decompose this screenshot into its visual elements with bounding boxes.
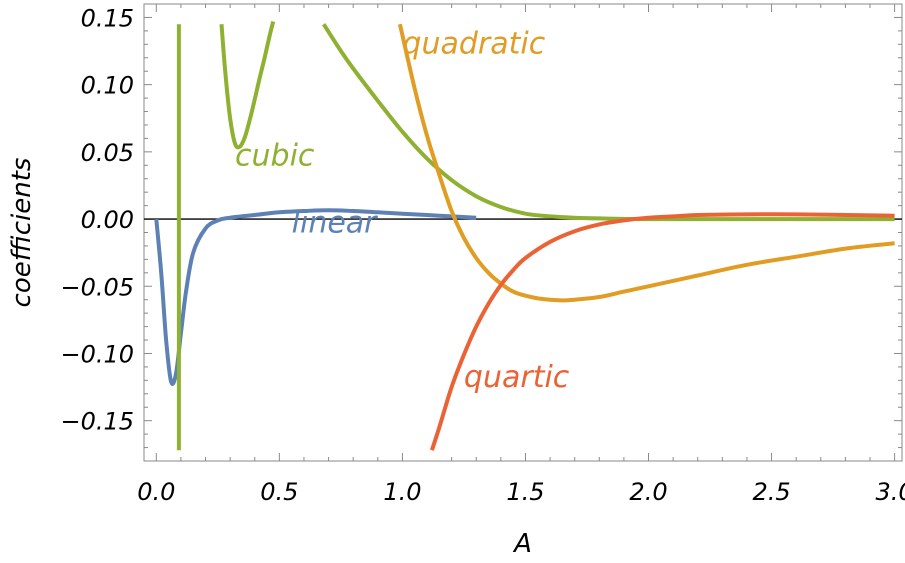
y-axis-title: coefficients bbox=[7, 158, 37, 308]
series-line-cubic bbox=[219, 21, 276, 150]
x-tick-label: 0.5 bbox=[260, 478, 298, 506]
series-labels: linear cubic quadratic quartic bbox=[235, 27, 570, 395]
y-tick-label: 0.15 bbox=[81, 4, 134, 32]
y-tick-label: −0.05 bbox=[60, 273, 134, 301]
series-line-linear bbox=[154, 208, 477, 386]
x-axis-title: A bbox=[512, 529, 532, 559]
y-tick-label: 0.10 bbox=[81, 72, 134, 100]
series-label-quadratic: quadratic bbox=[402, 27, 545, 62]
series-label-quartic: quartic bbox=[464, 360, 570, 395]
y-tick-label: −0.10 bbox=[60, 340, 134, 368]
x-tick-label: 0.0 bbox=[137, 478, 175, 506]
y-tick-label: 0.05 bbox=[81, 139, 134, 167]
x-tick-label: 2.0 bbox=[629, 478, 667, 506]
x-tick-label: 3.0 bbox=[876, 478, 905, 506]
y-tick-label: −0.15 bbox=[60, 408, 134, 436]
series-label-cubic: cubic bbox=[235, 138, 315, 173]
series-curves bbox=[154, 21, 895, 451]
series-line-quadratic bbox=[397, 23, 895, 303]
tick-labels: 0.0 0.5 1.0 1.5 2.0 2.5 3.0 0.15 0.10 0.05 0.00 −0.… bbox=[60, 4, 905, 506]
series-label-linear: linear bbox=[292, 206, 379, 241]
x-tick-label: 1.5 bbox=[506, 478, 544, 506]
series-line-quartic bbox=[430, 212, 895, 451]
x-tick-label: 1.0 bbox=[383, 478, 421, 506]
x-tick-label: 2.5 bbox=[752, 478, 790, 506]
y-tick-label: 0.00 bbox=[81, 206, 134, 234]
axis-ticks bbox=[144, 4, 902, 461]
